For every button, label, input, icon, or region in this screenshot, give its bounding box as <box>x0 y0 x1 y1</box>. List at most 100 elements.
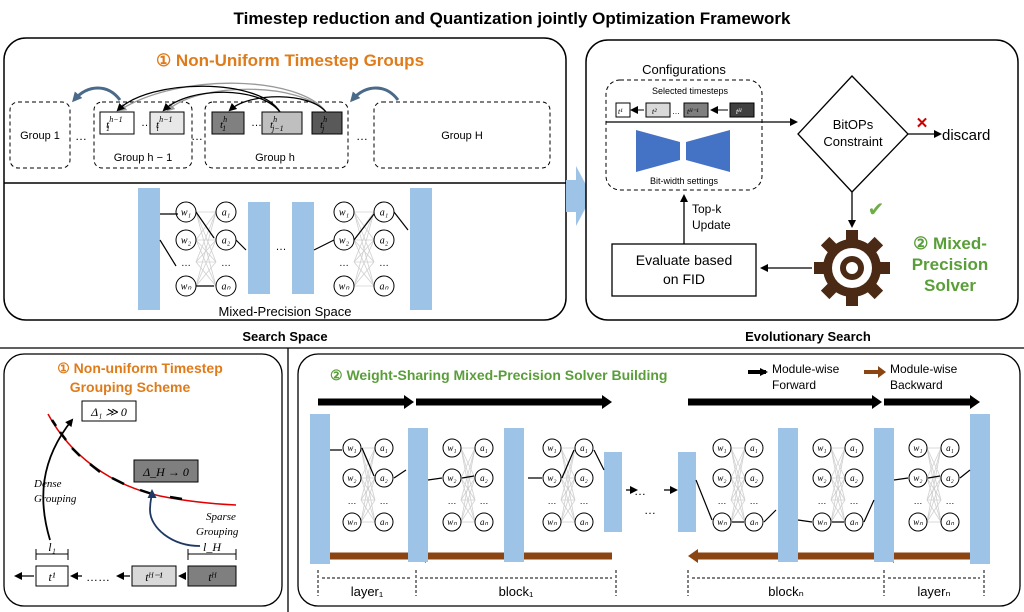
evaluate-label-1: Evaluate based <box>636 252 733 268</box>
configurations-box <box>605 79 763 191</box>
activation-node <box>474 468 494 488</box>
activation-node <box>374 438 394 458</box>
activation-node-label: a₂ <box>946 473 954 483</box>
group-h-box <box>204 101 349 169</box>
backward-arrow <box>688 549 698 563</box>
weight-node <box>712 468 732 488</box>
svg-text:…: … <box>276 241 287 253</box>
ellipsis: … <box>75 129 87 143</box>
layer-bar <box>778 428 798 562</box>
solver-building-heading: ② Weight-Sharing Mixed-Precision Solver … <box>330 367 667 383</box>
delta1-box <box>81 400 137 422</box>
search-space-panel: ① Non-Uniform Timestep Groups Group 1 … … <box>3 37 567 321</box>
weight-node-label: w₁ <box>347 443 356 453</box>
svg-text:…: … <box>356 129 368 143</box>
activation-node-label: a₂ <box>750 473 758 483</box>
constraint-label: Constraint <box>823 134 883 149</box>
layer1-label: layer₁ <box>351 584 384 599</box>
backward-legend-1: Module-wise <box>890 362 958 376</box>
weight-node <box>442 468 462 488</box>
node-dots: … <box>946 496 955 506</box>
weight-node <box>333 275 355 297</box>
layer-bar <box>504 428 524 562</box>
weight-node-label: w₂ <box>717 473 726 483</box>
weight-node-label: w₂ <box>817 473 826 483</box>
weight-node-label: w₁ <box>717 443 726 453</box>
svg-text:…: … <box>251 117 262 129</box>
activation-node <box>940 438 960 458</box>
sparse-label-1: Sparse <box>206 511 236 523</box>
token-t1-h <box>211 111 245 135</box>
activation-node-label: aₙ <box>222 282 232 293</box>
activation-node <box>574 512 594 532</box>
node-dots: … <box>379 258 389 269</box>
solver-building-panel: ② Weight-Sharing Mixed-Precision Solver … <box>297 353 1021 607</box>
activation-node-label: a₁ <box>580 443 588 453</box>
node-dots: … <box>181 258 191 269</box>
weight-node <box>342 512 362 532</box>
evaluate-label-2: on FID <box>663 271 705 287</box>
weight-node-label: w₁ <box>339 208 349 219</box>
weight-node <box>542 468 562 488</box>
token-tH <box>187 565 237 587</box>
weight-node-label: wₙ <box>181 282 193 293</box>
weight-node-label: w₁ <box>547 443 556 453</box>
svg-text:tᴴ⁻¹: tᴴ⁻¹ <box>687 107 699 116</box>
layer-bar <box>970 414 990 564</box>
activation-node <box>940 468 960 488</box>
weight-node-label: wₙ <box>817 517 827 527</box>
grouping-scheme-panel: ① Non-uniform Timestep Grouping Scheme Δ… <box>3 353 283 607</box>
weight-node <box>812 438 832 458</box>
activation-node-label: aₙ <box>750 517 759 527</box>
activation-node-label: a₁ <box>380 443 388 453</box>
activation-node <box>574 438 594 458</box>
node-dots: … <box>380 496 389 506</box>
weight-node-label: w₁ <box>447 443 456 453</box>
dense-label-2: Grouping <box>34 493 77 505</box>
activation-node-label: a₁ <box>946 443 954 453</box>
activation-node-label: a₂ <box>380 236 389 247</box>
activation-node-label: a₂ <box>480 473 488 483</box>
activation-node <box>373 229 395 251</box>
svg-text:t²: t² <box>652 107 657 116</box>
activation-node <box>215 201 237 223</box>
grouping-heading-1: ① Non-uniform Timestep <box>57 360 223 376</box>
node-dots: … <box>448 496 457 506</box>
node-dots: … <box>750 496 759 506</box>
page-title: Timestep reduction and Quantization join… <box>234 9 792 28</box>
forward-arrow <box>602 395 612 409</box>
topk-label-2: Update <box>692 218 731 232</box>
weight-node <box>542 512 562 532</box>
weight-node-label: wₙ <box>547 517 557 527</box>
blockn-label: blockₙ <box>768 584 804 599</box>
forward-arrow <box>872 395 882 409</box>
node-dots: … <box>818 496 827 506</box>
node-dots: … <box>339 258 349 269</box>
weight-node-label: w₂ <box>347 473 356 483</box>
weight-node-label: w₂ <box>913 473 922 483</box>
configurations-title: Configurations <box>642 62 726 77</box>
topk-label-1: Top-k <box>692 202 722 216</box>
timestep-groups-heading: ① Non-Uniform Timestep Groups <box>156 51 424 70</box>
node-dots: … <box>718 496 727 506</box>
svg-text:…: … <box>644 503 656 517</box>
bit-width-left-trap <box>636 130 680 172</box>
svg-text:thj−1: thj−1 <box>270 115 284 133</box>
selected-timesteps-label: Selected timesteps <box>652 86 729 96</box>
discard-label: discard <box>942 127 990 144</box>
weight-node-label: w₂ <box>339 236 350 247</box>
solver-title-1: ② Mixed- <box>913 234 987 253</box>
token-t1-hm1 <box>99 111 135 135</box>
svg-text:th−1i: th−1i <box>156 115 172 133</box>
svg-text:…: … <box>672 107 680 116</box>
svg-text:tᴴ: tᴴ <box>208 570 217 584</box>
discard-cross-icon: ✕ <box>916 115 929 132</box>
group-1-box <box>9 101 71 169</box>
mixed-precision-label: Mixed-Precision Space <box>219 304 352 319</box>
group-hm1-label: Group h − 1 <box>114 152 172 164</box>
activation-node-label: a₁ <box>380 208 388 219</box>
weight-node-label: wₙ <box>913 517 923 527</box>
token-tj-h <box>311 111 343 135</box>
activation-node <box>215 275 237 297</box>
